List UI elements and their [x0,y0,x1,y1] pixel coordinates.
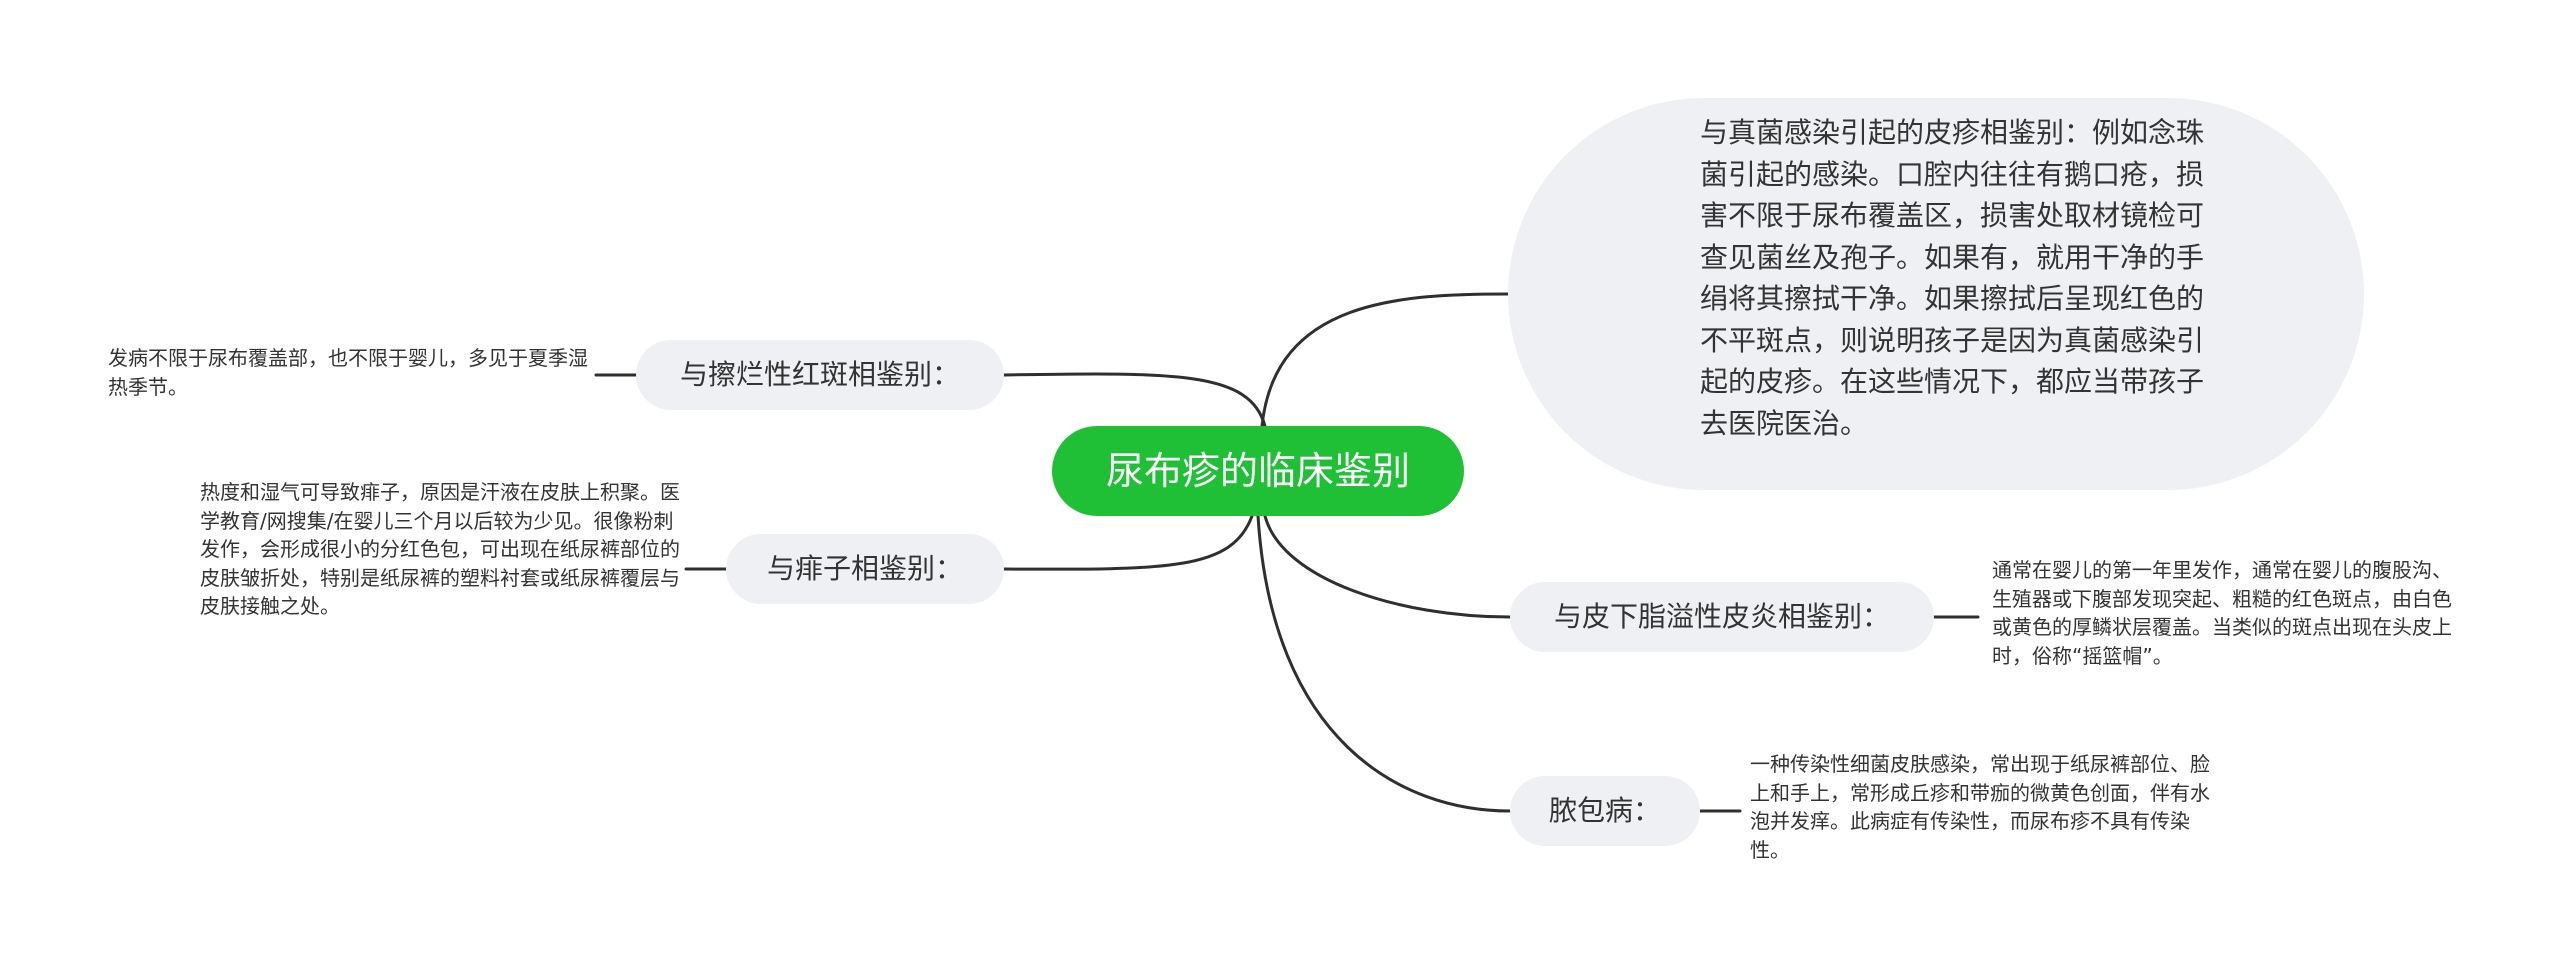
connector-root-to-miliaria [1002,514,1254,571]
connector-root-to-fungal [1260,292,1510,428]
connector-root-to-seborrheic [1263,514,1512,619]
detail-erythema-intertrigo: 发病不限于尿布覆盖部，也不限于婴儿，多见于夏季湿热季节。 [108,346,588,399]
connector-root-to-erythema [1002,372,1267,428]
branch-fungal-infection[interactable]: 与真菌感染引起的皮疹相鉴别：例如念珠菌引起的感染。口腔内往往有鹅口疮，损害不限于… [1508,98,2364,490]
branch-miliaria[interactable]: 与痱子相鉴别： [726,534,1004,604]
branch-impetigo[interactable]: 脓包病： [1510,776,1700,846]
root-topic[interactable]: 尿布疹的临床鉴别 [1052,426,1464,516]
detail-miliaria: 热度和湿气可导致痱子，原因是汗液在皮肤上积聚。医学教育/网搜集/在婴儿三个月以后… [200,480,680,618]
detail-seborrheic-dermatitis: 通常在婴儿的第一年里发作，通常在婴儿的腹股沟、生殖器或下腹部发现突起、粗糙的红色… [1992,558,2452,668]
connector-root-to-impetigo [1256,514,1512,813]
branch-seborrheic-dermatitis[interactable]: 与皮下脂溢性皮炎相鉴别： [1510,582,1934,652]
detail-impetigo: 一种传染性细菌皮肤感染，常出现于纸尿裤部位、脸上和手上，常形成丘疹和带痂的微黄色… [1750,752,2210,862]
detail-fungal-infection: 与真菌感染引起的皮疹相鉴别：例如念珠菌引起的感染。口腔内往往有鹅口疮，损害不限于… [1700,116,2205,440]
branch-erythema-intertrigo[interactable]: 与擦烂性红斑相鉴别： [636,340,1004,410]
